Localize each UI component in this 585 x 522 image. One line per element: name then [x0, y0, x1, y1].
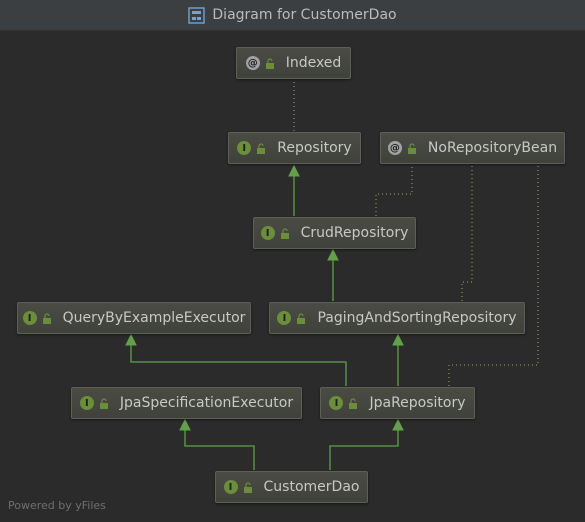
node-label: QueryByExampleExecutor — [62, 310, 246, 326]
node-label: Repository — [277, 140, 352, 156]
edge-crud-norepobean — [375, 166, 413, 216]
node-pagingandsortingrepository[interactable]: I PagingAndSortingRepository — [269, 302, 525, 334]
interface-icon: I — [223, 480, 238, 494]
lock-icon — [297, 312, 306, 324]
lock-icon — [257, 142, 266, 154]
node-indexed[interactable]: @ Indexed — [236, 47, 351, 79]
powered-by-label: Powered by yFiles — [8, 499, 106, 512]
node-repository[interactable]: I Repository — [228, 132, 361, 164]
node-customerdao[interactable]: I CustomerDao — [215, 471, 368, 503]
node-label: JpaSpecificationExecutor — [119, 395, 294, 411]
node-label: JpaRepository — [369, 395, 466, 411]
node-label: CustomerDao — [263, 479, 360, 495]
node-jparepository[interactable]: I JpaRepository — [320, 387, 475, 419]
lock-icon — [99, 397, 108, 409]
node-label: CrudRepository — [300, 225, 409, 241]
edge-customerdao-jparepo — [329, 418, 404, 470]
interface-icon: I — [237, 141, 252, 155]
interface-icon: I — [329, 396, 344, 410]
node-querybyexampleexecutor[interactable]: I QueryByExampleExecutor — [17, 302, 251, 334]
lock-icon — [265, 57, 274, 69]
edge-paging-norepobean — [461, 166, 473, 301]
lock-icon — [407, 142, 416, 154]
edge-jpa-querybyexample — [125, 333, 347, 386]
interface-icon: I — [260, 226, 275, 240]
node-label: NoRepositoryBean — [427, 140, 558, 156]
interface-icon: I — [79, 396, 94, 410]
lock-icon — [243, 481, 252, 493]
node-crudrepository[interactable]: I CrudRepository — [253, 217, 416, 249]
diagram-icon — [188, 6, 206, 24]
node-jpaspecificationexecutor[interactable]: I JpaSpecificationExecutor — [71, 387, 302, 419]
window-title-bar: Diagram for CustomerDao — [0, 0, 585, 31]
edge-jpa-norepobean — [448, 166, 539, 386]
window-title: Diagram for CustomerDao — [212, 7, 397, 23]
interface-icon: I — [277, 311, 292, 325]
node-label: PagingAndSortingRepository — [317, 310, 517, 326]
interface-icon: I — [22, 311, 37, 325]
node-label: Indexed — [285, 55, 342, 71]
lock-icon — [349, 397, 358, 409]
lock-icon — [42, 312, 51, 324]
node-norepositorybean[interactable]: @ NoRepositoryBean — [380, 132, 565, 164]
edge-customerdao-jpaspec — [179, 418, 255, 470]
annotation-icon: @ — [387, 141, 402, 155]
annotation-icon: @ — [245, 56, 260, 70]
lock-icon — [280, 227, 289, 239]
